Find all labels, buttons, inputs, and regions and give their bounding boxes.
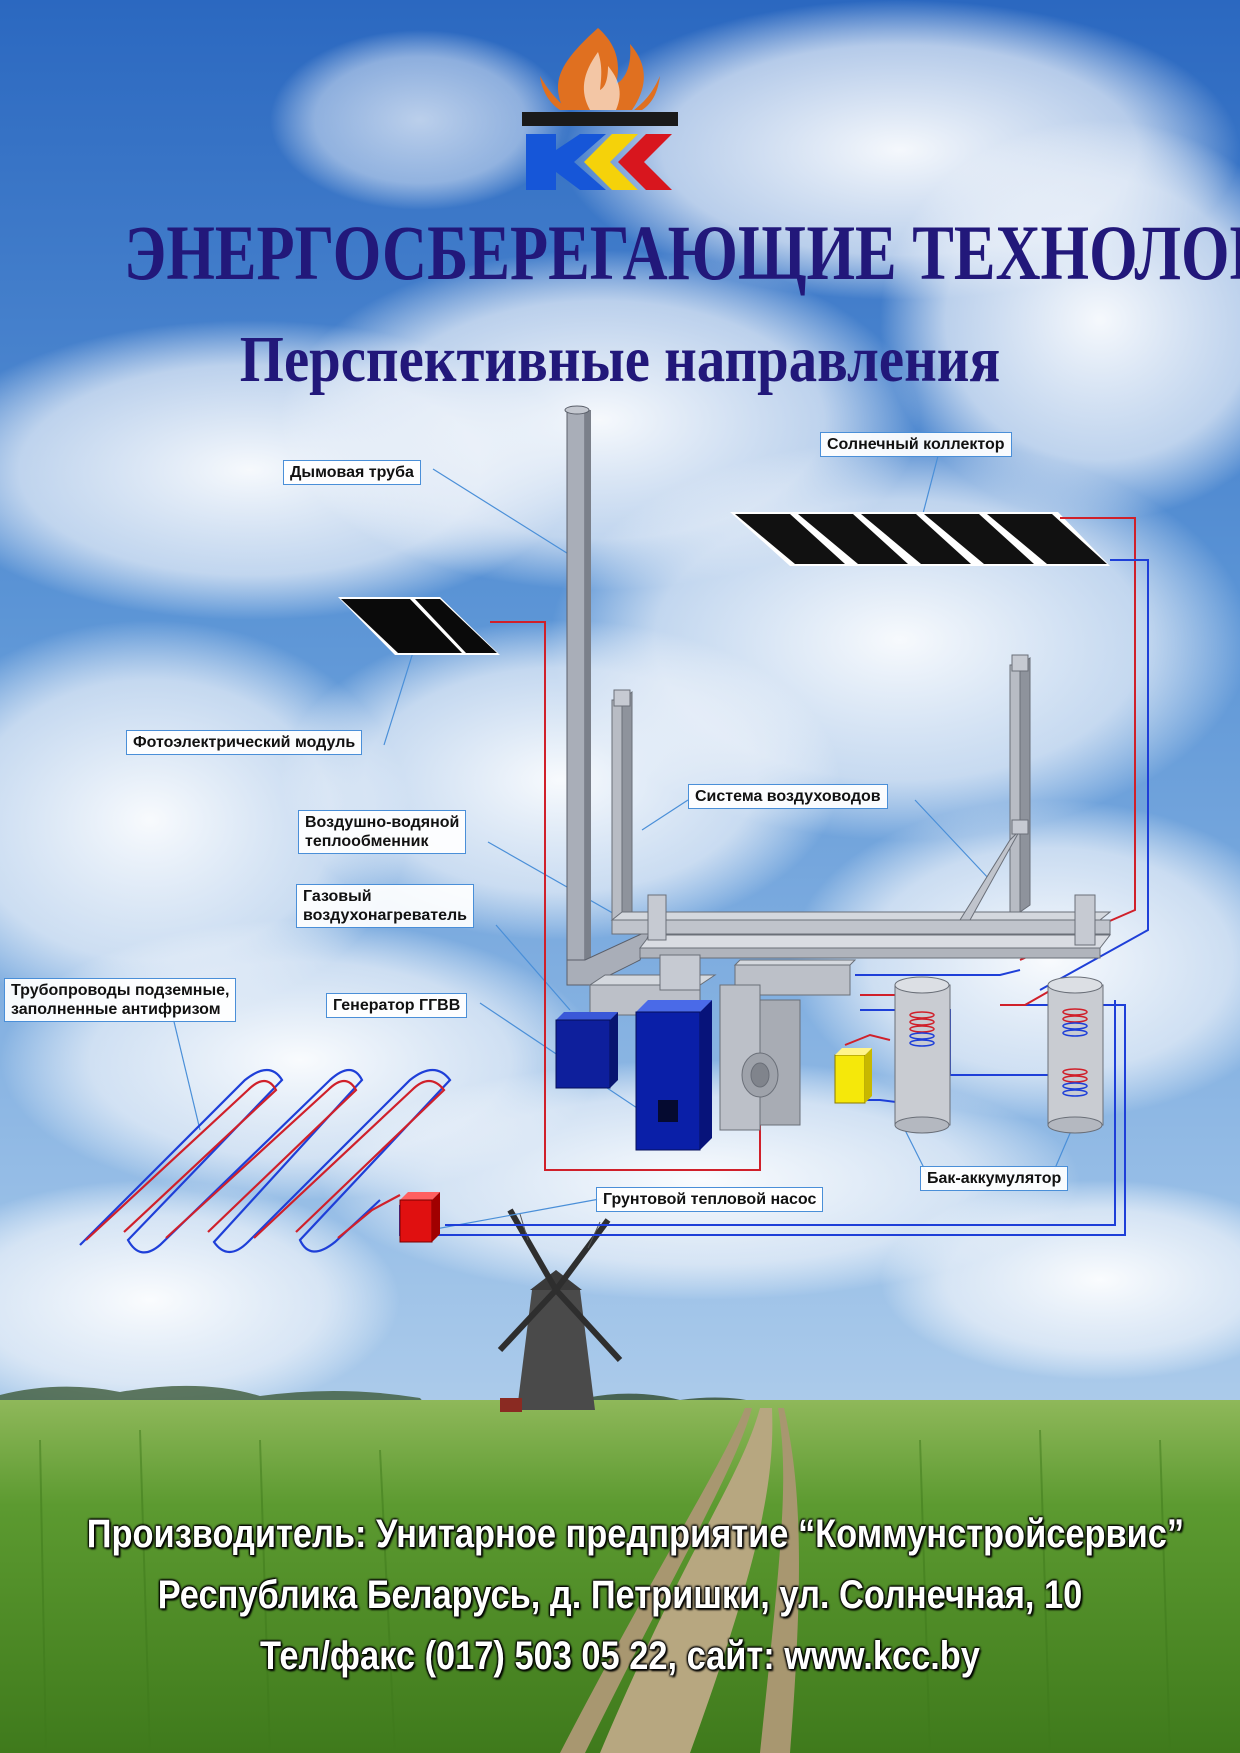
windmill-icon <box>497 1208 623 1410</box>
label-chimney: Дымовая труба <box>283 460 421 485</box>
kcc-flame-logo-icon <box>522 28 678 190</box>
label-underground-pipes-line2: заполненные антифризом <box>11 1001 221 1018</box>
label-generator: Генератор ГГВВ <box>326 993 468 1018</box>
label-gas-heater: Газовый воздухонагреватель <box>296 884 475 928</box>
underground-pipe-loops <box>79 1068 452 1254</box>
ground-heat-pump <box>399 1192 440 1243</box>
pv-module <box>338 597 500 655</box>
pipes <box>399 517 1149 1236</box>
solar-collector <box>730 512 1110 566</box>
storage-tanks <box>894 976 1104 1134</box>
label-air-water-exchanger-line1: Воздушно-водяной <box>305 814 460 831</box>
duct-system <box>610 654 1112 959</box>
label-underground-pipes-line1: Трубопроводы подземные, <box>11 982 230 999</box>
label-duct-system: Система воздуховодов <box>688 784 888 809</box>
label-underground-pipes: Трубопроводы подземные, заполненные анти… <box>4 978 237 1022</box>
label-ground-heat-pump: Грунтовой тепловой насос <box>596 1187 824 1212</box>
label-solar-collector: Солнечный коллектор <box>820 432 1012 457</box>
clouds <box>0 0 1240 1420</box>
gas-air-heater <box>555 1012 618 1089</box>
page-title: ЭНЕРГОСБЕРЕГАЮЩИЕ ТЕХНОЛОГИИ <box>124 209 1240 296</box>
label-air-water-exchanger: Воздушно-водяной теплообменник <box>298 810 467 854</box>
page-subtitle: Перспективные направления <box>239 323 1001 396</box>
dirt-road <box>600 1408 773 1753</box>
label-storage-tank: Бак-аккумулятор <box>920 1166 1069 1191</box>
label-pv-module: Фотоэлектрический модуль <box>126 730 363 755</box>
footer-contacts: Тел/факс (017) 503 05 22, сайт: www.kcc.… <box>260 1634 980 1678</box>
label-gas-heater-line1: Газовый <box>303 888 372 905</box>
chimney <box>564 405 651 986</box>
ggvv-generator <box>635 1000 712 1151</box>
controller-box <box>834 1048 872 1104</box>
label-air-water-exchanger-line2: теплообменник <box>305 833 429 850</box>
footer-manufacturer: Производитель: Унитарное предприятие “Ко… <box>86 1512 1185 1556</box>
footer-address: Республика Беларусь, д. Петришки, ул. Со… <box>157 1573 1083 1617</box>
label-gas-heater-line2: воздухонагреватель <box>303 907 468 924</box>
